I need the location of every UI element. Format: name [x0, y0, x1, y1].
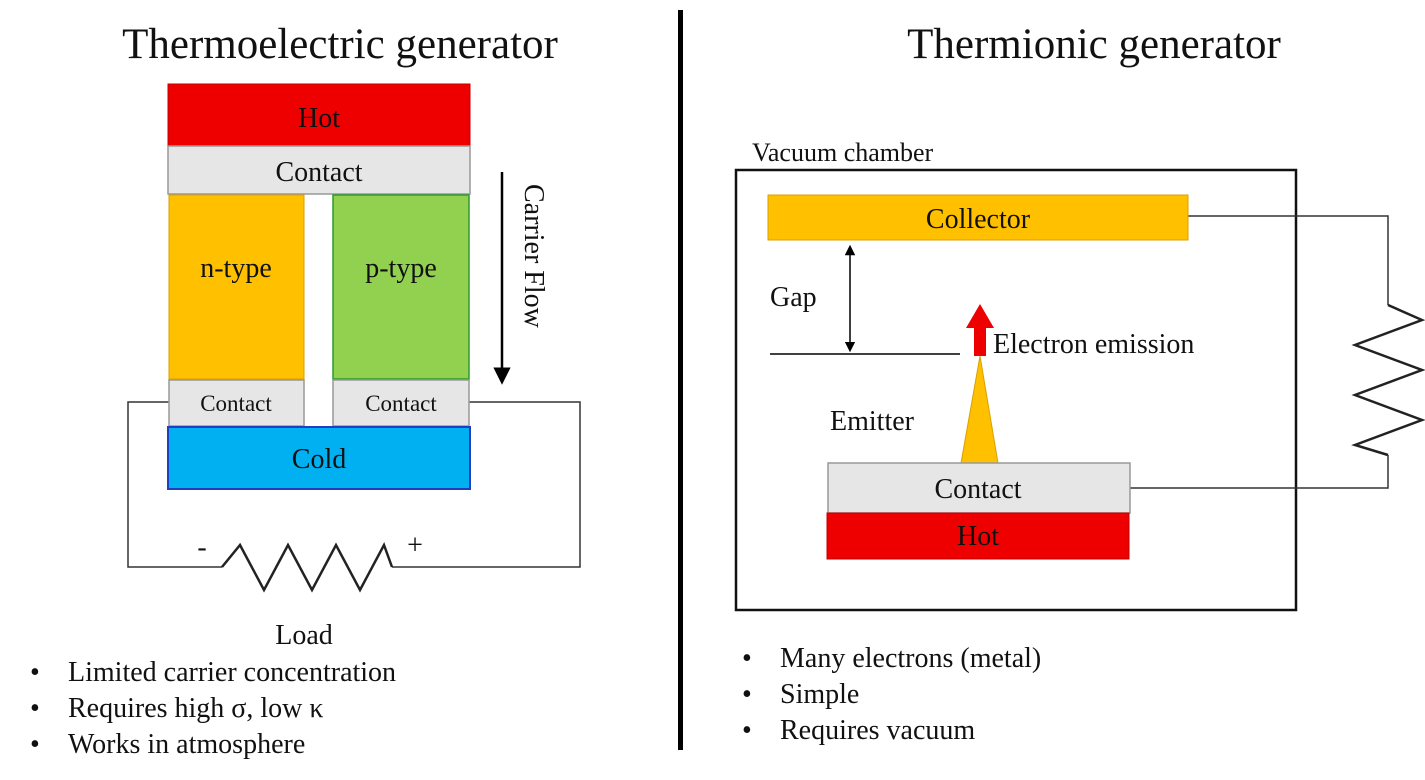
vacuum-chamber-label: Vacuum chamber [752, 138, 934, 167]
center-divider [678, 10, 683, 750]
ti-contact-label: Contact [934, 474, 1021, 505]
list-item: Simple [732, 677, 1041, 713]
collector-plate [767, 194, 1189, 241]
electron-emission-label: Electron emission [993, 329, 1194, 360]
te-load-resistor [221, 541, 394, 593]
te-load-label: Load [275, 620, 333, 651]
te-cold-label: Cold [292, 444, 346, 475]
gap-label: Gap [770, 282, 817, 313]
te-n-type-leg [168, 194, 305, 380]
te-cold-block [167, 426, 471, 490]
ti-hot-label: Hot [957, 521, 999, 552]
te-wire-right [392, 401, 581, 568]
te-n-contact [168, 379, 305, 427]
te-carrier-flow-label: Carrier Flow [518, 184, 549, 329]
list-item: Many electrons (metal) [732, 641, 1041, 677]
te-n-contact-label: Contact [200, 391, 272, 416]
te-plus-sign: + [407, 530, 423, 561]
list-item: Limited carrier concentration [20, 655, 396, 691]
list-item: Requires vacuum [732, 713, 1041, 749]
collector-label: Collector [926, 204, 1031, 235]
te-n-type-label: n-type [200, 253, 272, 284]
thermoelectric-bullet-list: Limited carrier concentration Requires h… [20, 655, 396, 763]
ti-contact [827, 462, 1131, 514]
thermoelectric-title: Thermoelectric generator [122, 21, 558, 68]
te-hot-label: Hot [298, 103, 340, 134]
ti-wire-top [1188, 215, 1389, 305]
te-p-type-leg [332, 194, 470, 380]
emitter-tip [960, 355, 999, 464]
te-wire-left [127, 401, 222, 568]
te-p-type-label: p-type [365, 253, 437, 284]
te-top-contact-label: Contact [275, 157, 362, 188]
te-minus-sign: - [197, 532, 206, 563]
ti-hot-block [826, 512, 1130, 560]
emitter-label: Emitter [830, 406, 915, 437]
ti-wire-bottom [1130, 455, 1389, 489]
thermionic-title: Thermionic generator [907, 21, 1281, 68]
thermionic-bullet-list: Many electrons (metal) Simple Requires v… [732, 641, 1041, 749]
ti-load-resistor [1351, 303, 1425, 457]
list-item: Works in atmosphere [20, 727, 396, 763]
vacuum-chamber [734, 168, 1298, 612]
emission-arrow-head [966, 304, 994, 328]
list-item: Requires high σ, low κ [20, 691, 396, 727]
emission-arrow-shaft [974, 326, 986, 356]
te-p-contact-label: Contact [365, 391, 437, 416]
te-top-contact [167, 145, 471, 195]
